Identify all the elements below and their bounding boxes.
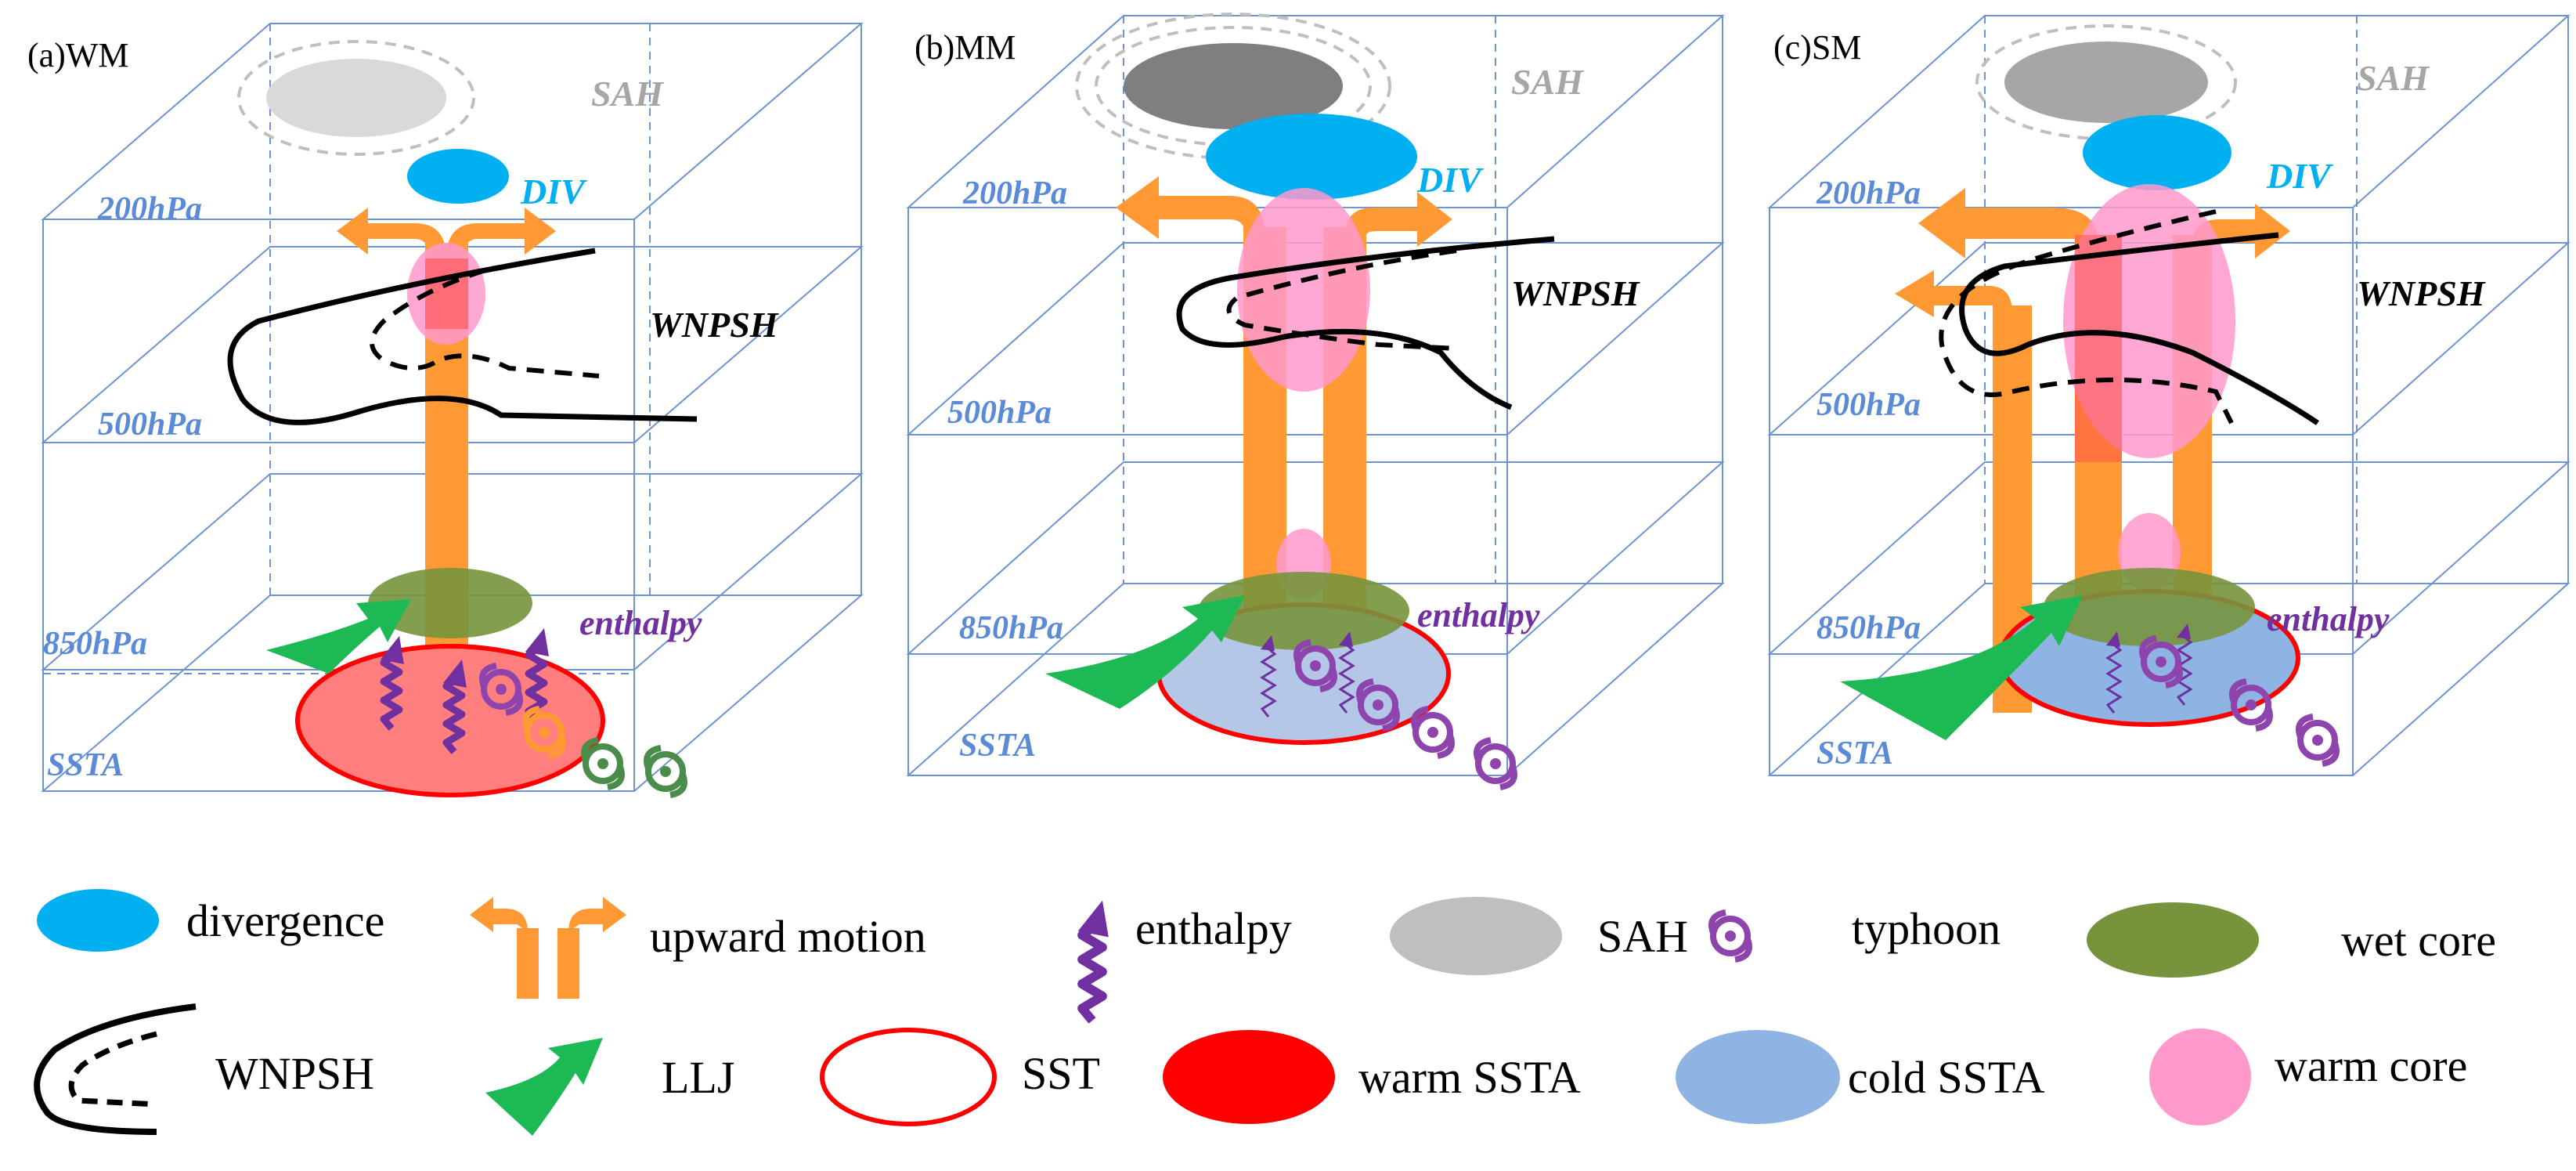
sah-ellipse: [1124, 43, 1343, 129]
divergence-ellipse: [407, 149, 509, 204]
wnpsh-label: WNPSH: [650, 305, 779, 345]
sah-circulation: [1075, 13, 1391, 160]
wnpsh-contour-solid: [227, 248, 698, 425]
legend: divergence upward motion enthalpy SAH ty…: [34, 889, 2496, 1136]
enthalpy-label: enthalpy: [2267, 600, 2390, 638]
div-label: DIV: [1416, 160, 1484, 200]
legend-label-warm-core: warm core: [2275, 1040, 2467, 1091]
level-ssta: SSTA: [47, 747, 124, 783]
level-ssta: SSTA: [959, 728, 1036, 764]
legend-item-divergence: divergence: [37, 889, 384, 952]
wnpsh-swatch: [34, 1003, 197, 1135]
cold-ssta-swatch: [1676, 1030, 1840, 1124]
legend-label-upward-motion: upward motion: [650, 911, 926, 962]
divergence-ellipse: [1206, 114, 1417, 200]
legend-label-enthalpy: enthalpy: [1135, 903, 1292, 954]
wet-core: [1198, 572, 1409, 650]
legend-item-llj: LLJ: [485, 1038, 734, 1136]
legend-item-warm-ssta: warm SSTA: [1163, 1030, 1581, 1124]
level-850: 850hPa: [959, 610, 1063, 646]
enthalpy-label: enthalpy: [579, 604, 702, 642]
legend-item-sah: SAH: [1390, 897, 1688, 975]
llj-arrow: [1045, 595, 1245, 709]
llj-icon: [485, 1038, 603, 1136]
legend-label-wnpsh: WNPSH: [215, 1048, 374, 1099]
divergence-ellipse: [2083, 115, 2231, 190]
wnpsh-contour-dashed: [1226, 248, 1457, 351]
div-label: DIV: [2266, 156, 2333, 196]
enthalpy-icon: [1078, 901, 1109, 1021]
panel-a: (a)WM SAH DIV 200hPa WNPSH 500hPa enthal…: [27, 23, 864, 795]
legend-item-warm-core: warm core: [2149, 1028, 2467, 1126]
level-200: 200hPa: [97, 191, 202, 227]
upward-motion-swatch: [470, 897, 626, 999]
enthalpy-label: enthalpy: [1417, 596, 1540, 634]
sst-swatch: [820, 1028, 997, 1126]
level-850: 850hPa: [43, 626, 147, 662]
level-ssta: SSTA: [1817, 735, 1893, 772]
wet-core: [2044, 568, 2255, 646]
level-500: 500hPa: [947, 395, 1052, 431]
legend-item-wnpsh: WNPSH: [34, 1003, 374, 1135]
wet-core: [368, 568, 532, 638]
wet-core-swatch: [2087, 902, 2259, 978]
typhoon-icon: [1712, 913, 1749, 960]
sah-ellipse: [2004, 42, 2208, 123]
sah-swatch: [1390, 897, 1562, 975]
level-200: 200hPa: [962, 175, 1067, 211]
legend-item-upward-motion: upward motion: [470, 897, 926, 999]
legend-label-typhoon: typhoon: [1852, 903, 2001, 954]
legend-label-sst: SST: [1022, 1048, 1100, 1099]
panel-a-title: (a)WM: [27, 36, 129, 74]
legend-label-warm-ssta: warm SSTA: [1358, 1052, 1581, 1103]
divergence-swatch: [37, 889, 159, 952]
legend-item-cold-ssta: cold SSTA: [1676, 1030, 2045, 1124]
wnpsh-label: WNPSH: [1511, 273, 1640, 313]
sah-label: SAH: [1511, 62, 1584, 102]
panel-b-title: (b)MM: [915, 28, 1016, 67]
wnpsh-contour-dashed: [1939, 209, 2234, 425]
wnpsh-contour-dashed: [370, 268, 600, 378]
wnpsh-contour-solid: [1959, 232, 2319, 425]
panel-a-box: [41, 23, 864, 792]
sah-label: SAH: [2357, 58, 2430, 98]
panel-c: (c)SM SAH DIV 200hPa WNPSH 500hPa enthal…: [1767, 15, 2571, 776]
level-850: 850hPa: [1817, 610, 1921, 646]
div-label: DIV: [520, 172, 587, 211]
warm-ssta-swatch: [1163, 1030, 1335, 1124]
legend-label-sah: SAH: [1597, 911, 1688, 962]
panel-c-title: (c)SM: [1773, 28, 1861, 67]
level-200: 200hPa: [1816, 175, 1921, 211]
level-500: 500hPa: [98, 407, 202, 443]
sah-label: SAH: [591, 74, 664, 114]
llj-arrow: [266, 599, 411, 674]
llj-arrow: [1840, 595, 2083, 740]
legend-label-wet-core: wet core: [2341, 915, 2496, 966]
legend-label-llj: LLJ: [662, 1052, 734, 1103]
sah-circulation: [237, 40, 475, 156]
legend-item-wet-core: wet core: [2087, 902, 2496, 978]
warm-core-swatch: [2149, 1028, 2251, 1126]
legend-label-divergence: divergence: [186, 895, 384, 946]
legend-item-sst: SST: [820, 1028, 1100, 1126]
legend-item-enthalpy: enthalpy: [1078, 901, 1292, 1021]
typhoon-icon: [1477, 740, 1514, 787]
wnpsh-contour-solid: [1176, 236, 1555, 410]
legend-label-cold-ssta: cold SSTA: [1848, 1052, 2045, 1103]
typhoon-icon: [647, 748, 684, 795]
sah-ellipse: [266, 59, 446, 137]
panel-b: (b)MM SAH DIV 200hPa WNPSH 500hPa enthal…: [906, 13, 1725, 787]
typhoon-icon: [2299, 717, 2336, 764]
wnpsh-label: WNPSH: [2357, 273, 2486, 313]
level-500: 500hPa: [1817, 387, 1921, 423]
legend-item-typhoon: typhoon: [1712, 903, 2001, 960]
